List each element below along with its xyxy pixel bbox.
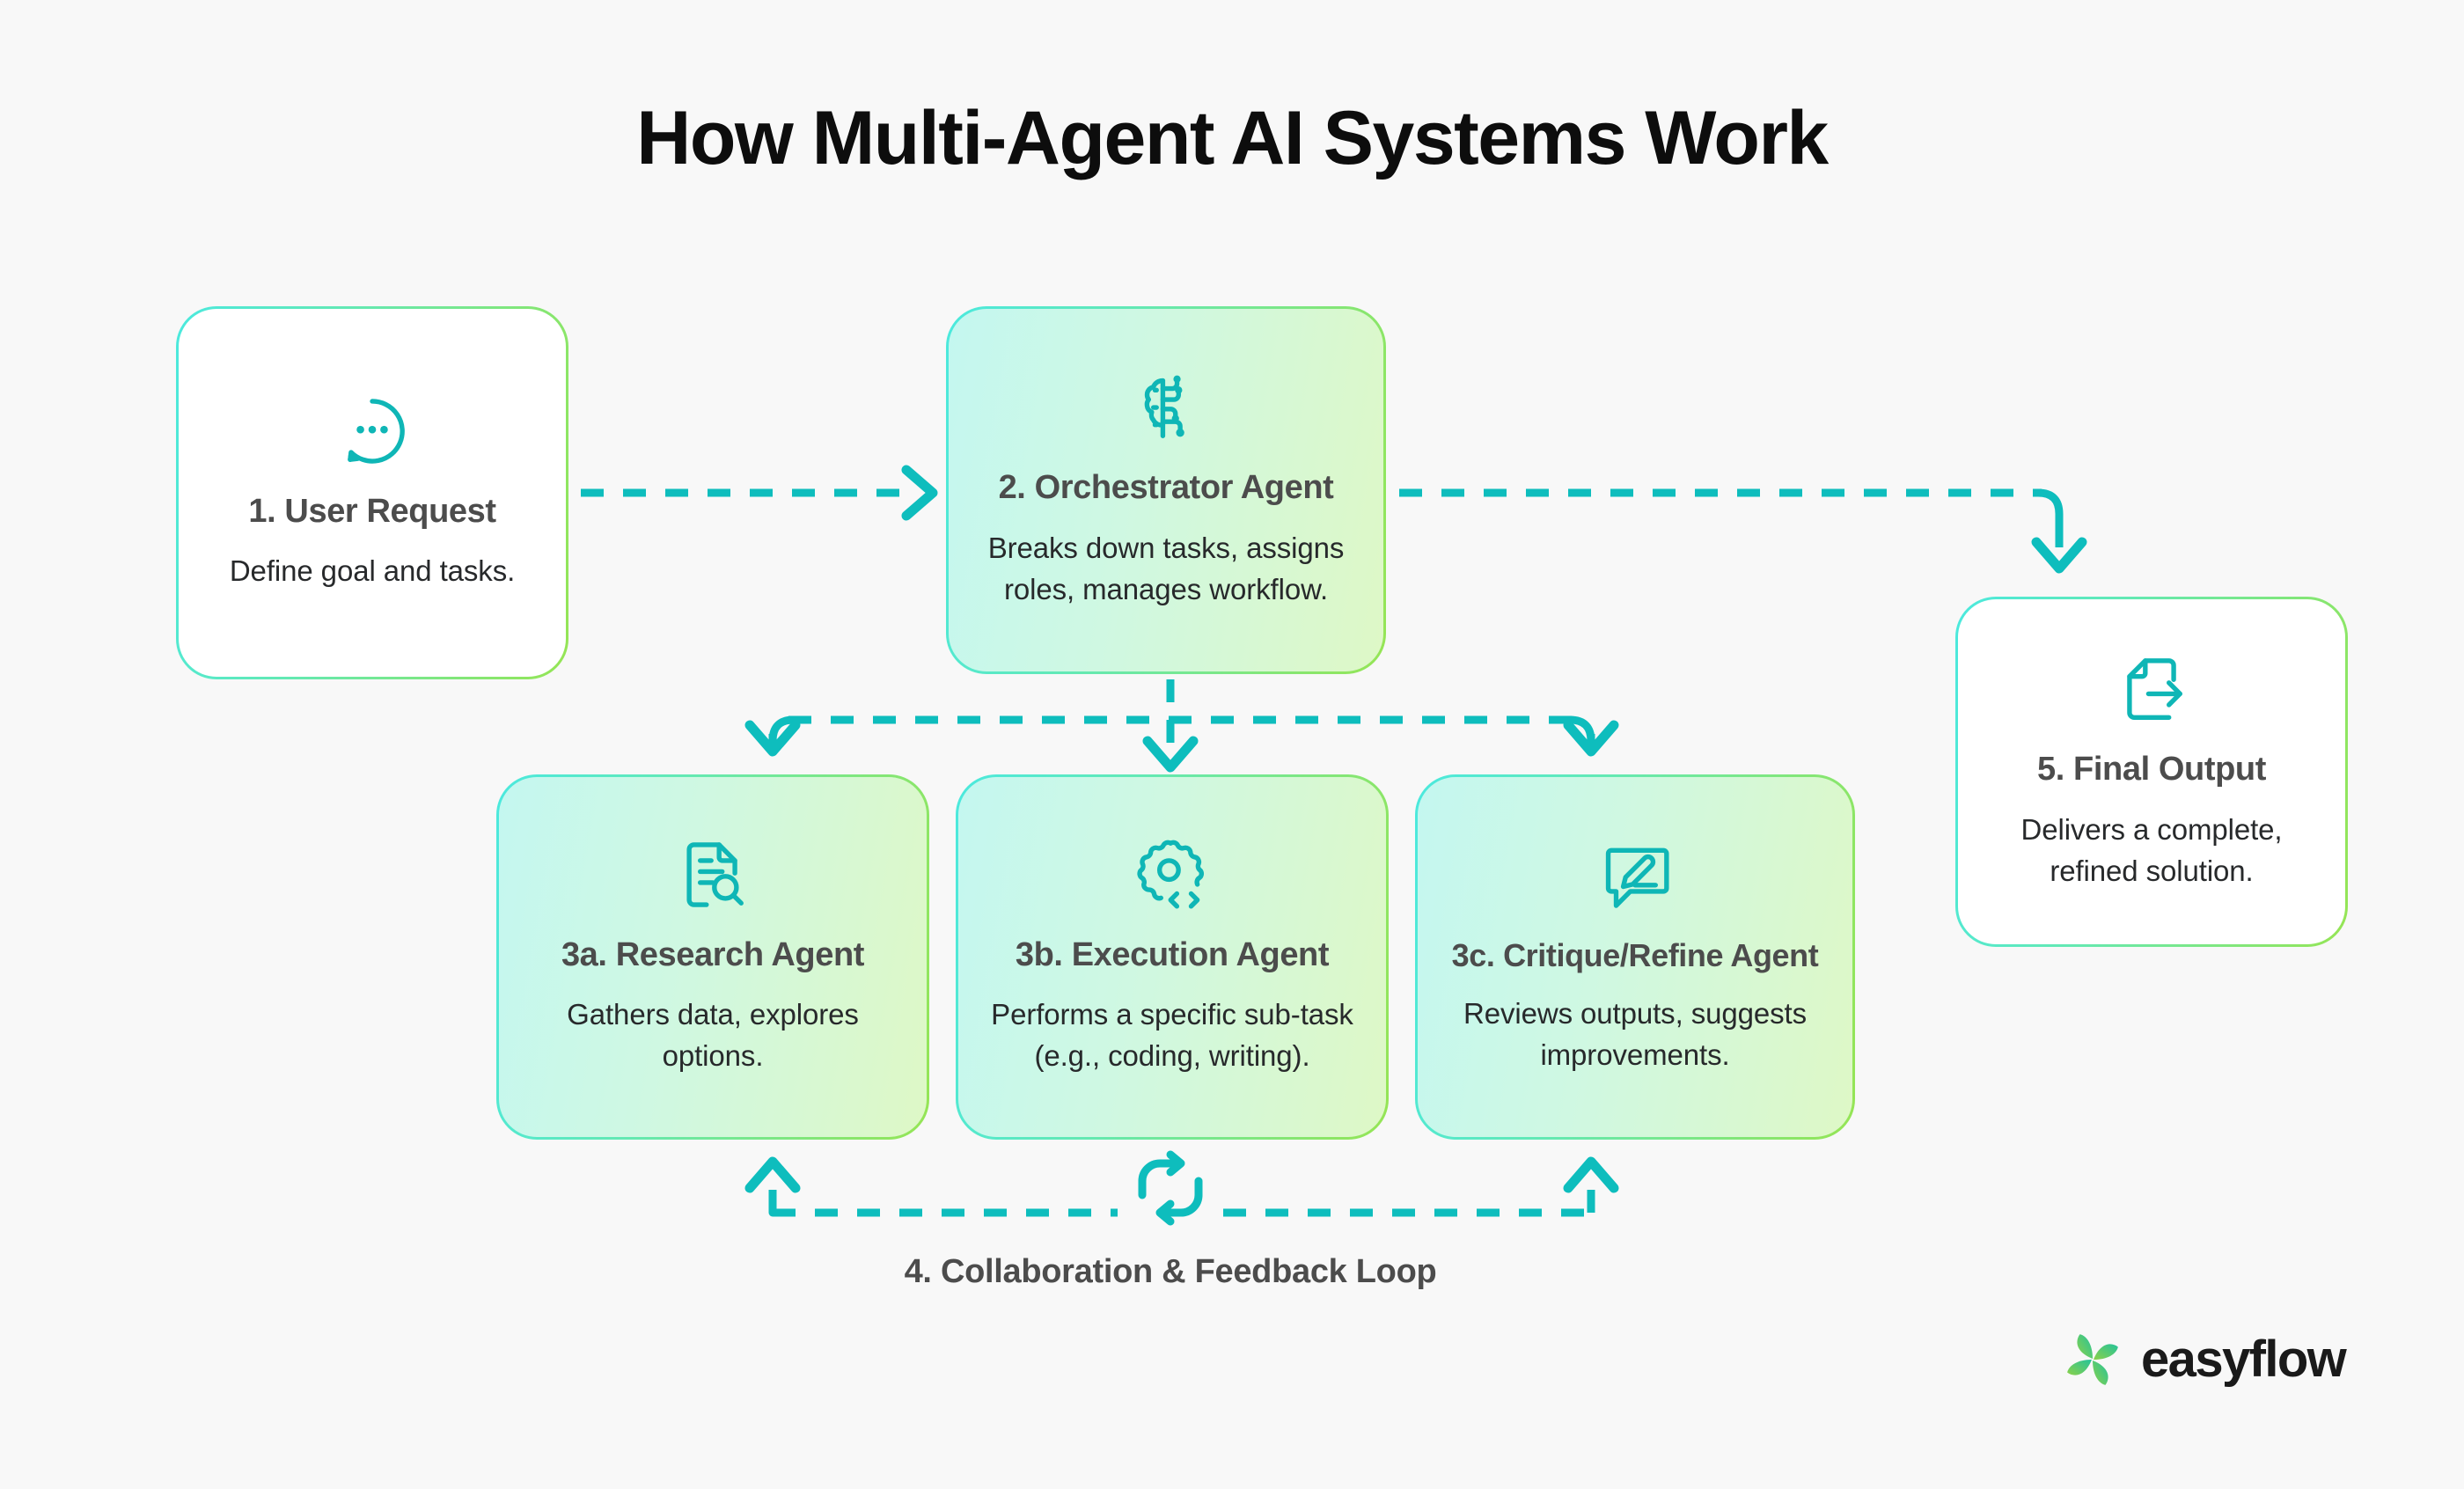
card-description: Delivers a complete, refined solution. — [2020, 812, 2283, 887]
connector-feedback-loop — [744, 1150, 1619, 1226]
node-card-orchestrator[interactable]: 2. Orchestrator Agent Breaks down tasks,… — [946, 306, 1386, 674]
node-card-final-output[interactable]: 5. Final Output Delivers a complete, ref… — [1955, 597, 2348, 947]
card-description: Breaks down tasks, assigns roles, manage… — [987, 531, 1345, 605]
card-title: 5. Final Output — [2037, 751, 2266, 789]
node-card-execution-agent[interactable]: 3b. Execution Agent Performs a specific … — [956, 774, 1389, 1140]
card-title: 1. User Request — [248, 492, 496, 530]
document-search-icon — [675, 837, 751, 913]
message-edit-icon — [1597, 838, 1673, 913]
connector-user-request-to-orchestrator — [581, 465, 938, 521]
file-export-icon — [2114, 651, 2189, 727]
card-description: Define goal and tasks. — [229, 554, 516, 588]
card-title: 3c. Critique/Refine Agent — [1451, 937, 1819, 974]
card-description: Performs a specific sub-task (e.g., codi… — [991, 998, 1353, 1073]
node-card-user-request[interactable]: 1. User Request Define goal and tasks. — [176, 306, 568, 679]
connector-orchestrator-to-final-output — [1399, 488, 2087, 574]
flower-petal-logo-icon — [2064, 1331, 2122, 1389]
chat-bubble-dots-icon — [334, 393, 410, 469]
refresh-cycle-icon — [1138, 1150, 1203, 1226]
card-description: Gathers data, explores options. — [567, 998, 859, 1073]
feedback-loop-label-wrap: 4. Collaboration & Feedback Loop — [0, 1253, 2464, 1291]
page-title: How Multi-Agent AI Systems Work — [636, 96, 1829, 180]
card-title: 2. Orchestrator Agent — [998, 469, 1334, 507]
card-title: 3a. Research Agent — [561, 935, 865, 973]
card-title: 3b. Execution Agent — [1015, 935, 1330, 973]
brand-logo: easyflow — [2064, 1331, 2347, 1389]
gear-code-icon — [1134, 837, 1210, 913]
node-card-research-agent[interactable]: 3a. Research Agent Gathers data, explore… — [496, 774, 929, 1140]
brand-name: easyflow — [2141, 1331, 2347, 1388]
node-card-critique-refine-agent[interactable]: 3c. Critique/Refine Agent Reviews output… — [1415, 774, 1855, 1140]
feedback-loop-label: 4. Collaboration & Feedback Loop — [904, 1253, 1437, 1290]
card-description: Reviews outputs, suggests improvements. — [1463, 997, 1808, 1072]
brain-circuit-icon — [1128, 370, 1204, 445]
connector-orchestrator-to-agents — [744, 679, 1619, 773]
